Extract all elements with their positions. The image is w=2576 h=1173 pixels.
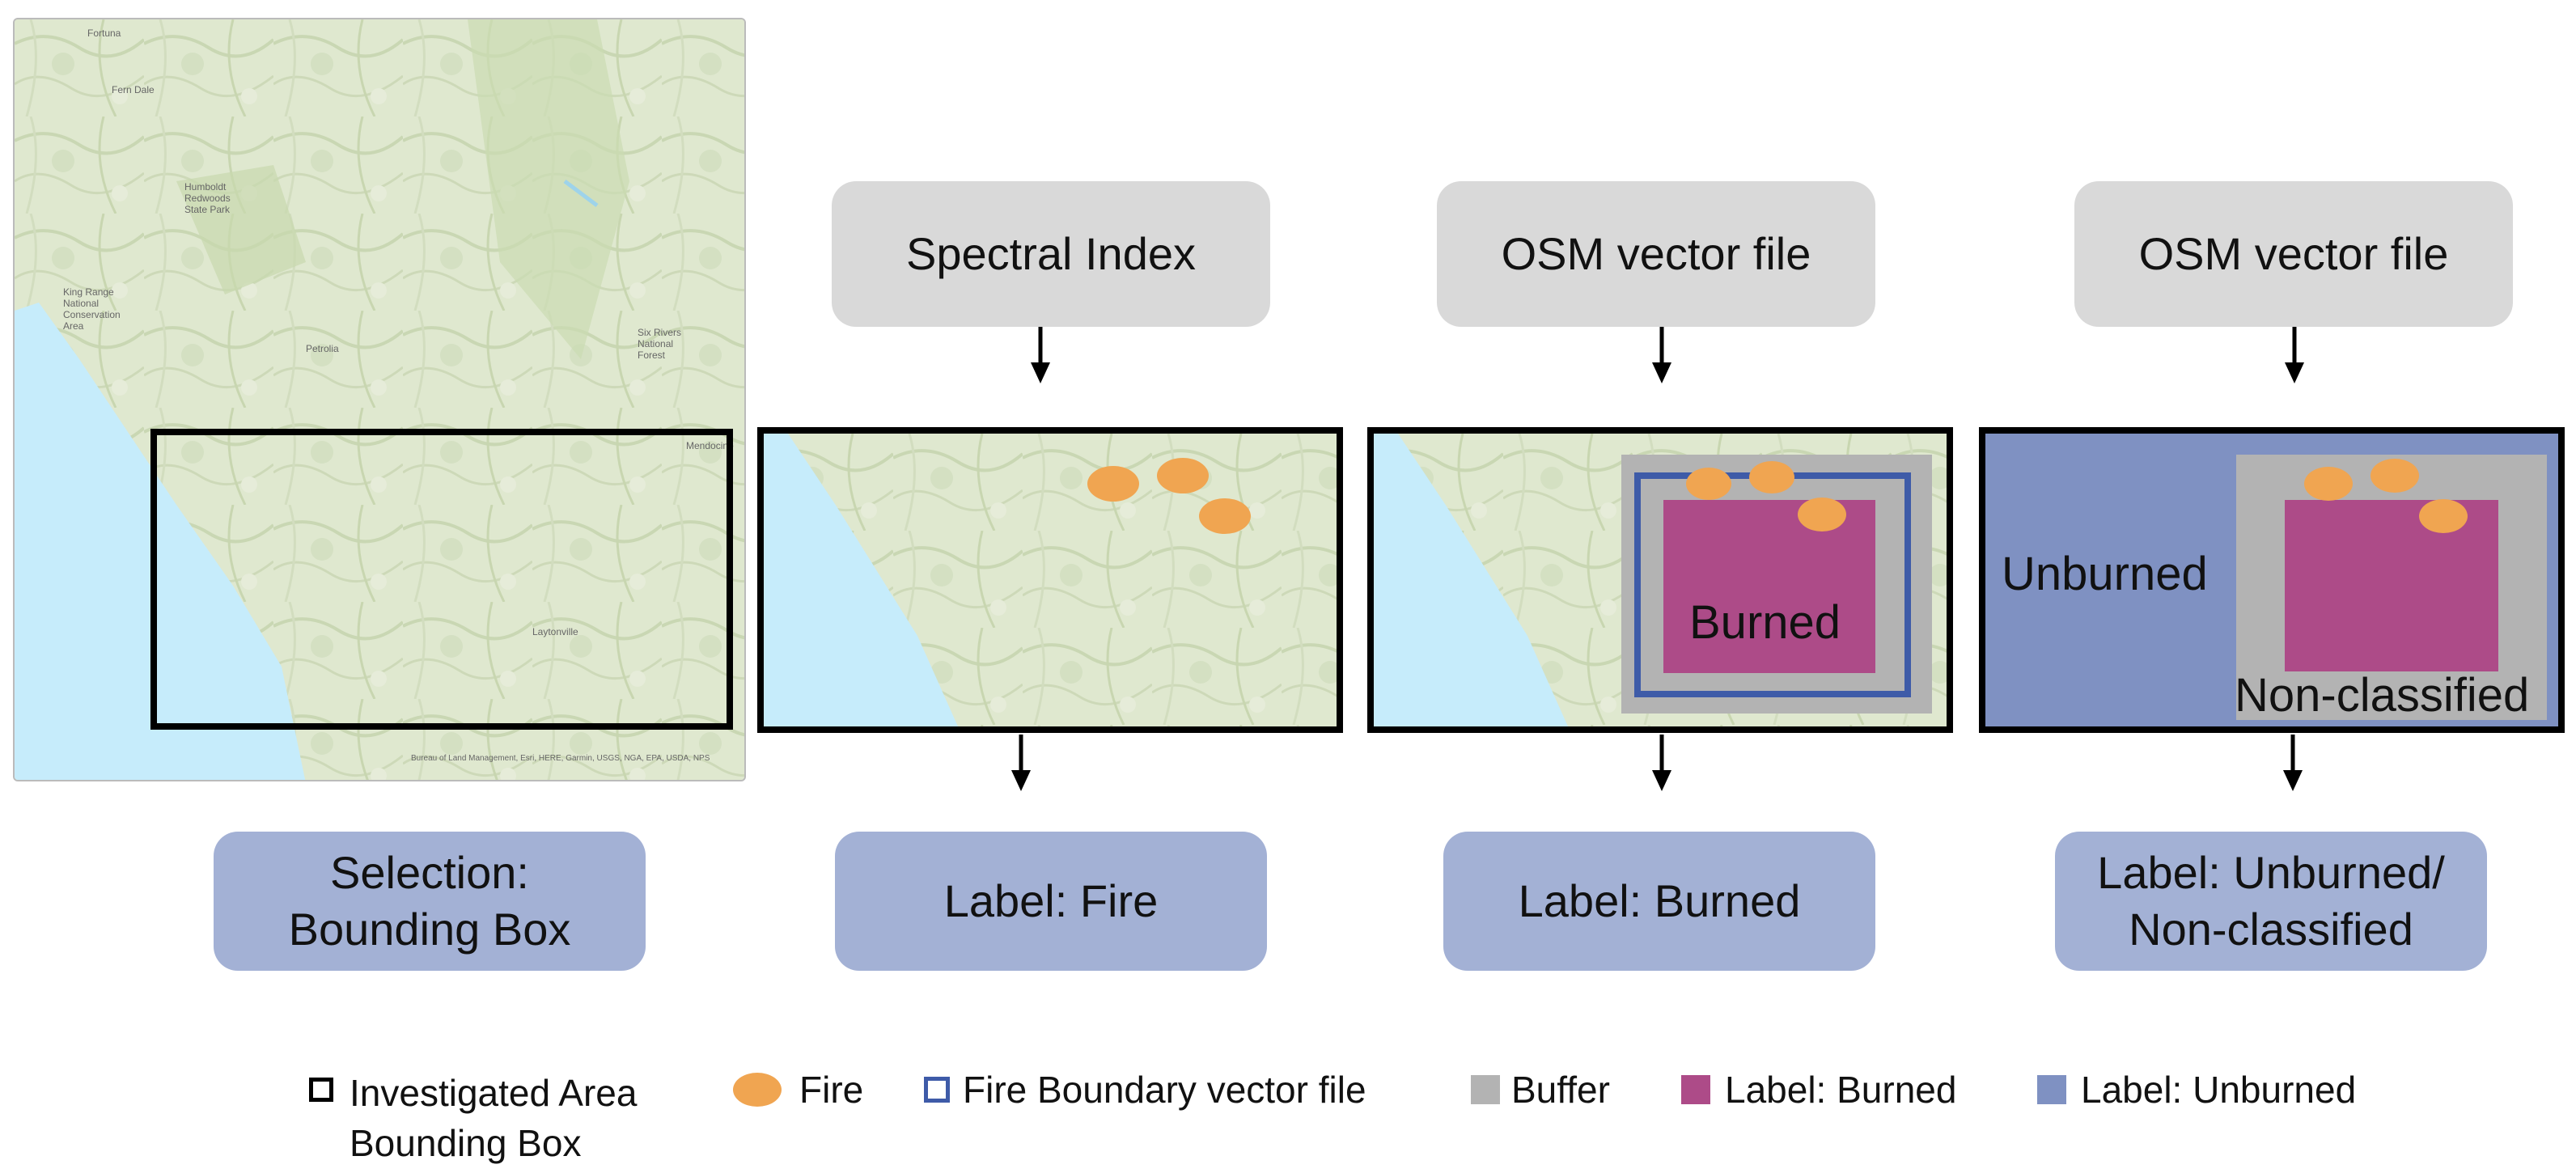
legend-burned-text: Label: Burned [1725,1069,1957,1111]
legend-fire-boundary-text: Fire Boundary vector file [963,1069,1366,1111]
gray-square-icon [1471,1075,1500,1104]
map-label-mendocino: Mendocino [686,440,734,451]
arrow-osm-to-burned [1652,327,1671,383]
selection-line2: Bounding Box [288,904,571,955]
label-unburned-line2: Non-classified [2129,904,2413,955]
map-label-humboldt: Humboldt Redwoods State Park [184,181,231,215]
legend-investigated-line2: Bounding Box [350,1122,582,1165]
legend-unburned-text: Label: Unburned [2081,1069,2357,1111]
blue-square-outline-icon [924,1077,950,1103]
source-map: Fortuna Fern Dale Humboldt Redwoods Stat… [13,18,746,781]
unburned-panel: Unburned Non-classified [1979,427,2565,733]
map-label-petrolia: Petrolia [306,343,339,354]
legend-buffer-text: Buffer [1511,1069,1610,1111]
fire-marker [1798,498,1846,531]
fire-marker [1087,466,1139,502]
fire-marker [1199,498,1251,534]
fire-panel [757,427,1343,733]
legend-burned: Label: Burned [1681,1068,1956,1112]
spectral-index-label: Spectral Index [906,228,1196,279]
legend-investigated-area: Investigated Area Bounding Box [309,1068,637,1168]
map-attribution: Bureau of Land Management, Esri, HERE, G… [411,754,710,763]
legend-fire: Fire [733,1068,863,1112]
fire-marker [1157,458,1209,493]
magenta-square-icon [1681,1075,1710,1104]
selection-line1: Selection: [330,847,529,898]
map-label-laytonville: Laytonville [532,626,578,637]
fire-marker [2419,499,2468,533]
legend-investigated-line1: Investigated Area [350,1072,638,1114]
legend-fire-boundary: Fire Boundary vector file [924,1068,1366,1112]
non-classified-label: Non-classified [2235,669,2530,722]
label-burned-box: Label: Burned [1443,832,1875,971]
map-label-sixrivers: Six Rivers National Forest [638,327,682,361]
legend-buffer: Buffer [1471,1068,1610,1112]
fire-marker [1686,468,1731,500]
orange-ellipse-icon [733,1073,782,1107]
label-fire-text: Label: Fire [943,875,1159,926]
burned-area [2285,500,2498,671]
osm-vector-file-label-unburned: OSM vector file [2138,228,2449,279]
burned-panel-map [1374,434,1947,726]
blue-square-icon [2037,1075,2066,1104]
label-unburned-line1: Label: Unburned/ [2097,847,2445,898]
label-fire-box: Label: Fire [835,832,1267,971]
osm-vector-file-box-burned: OSM vector file [1437,181,1875,327]
map-label-ferndale: Fern Dale [112,84,155,95]
fire-marker [2304,467,2353,501]
burned-area [1663,500,1875,673]
burned-label: Burned [1689,596,1841,649]
label-unburned-box: Label: Unburned/ Non-classified [2055,832,2487,971]
selection-bounding-box-label: Selection: Bounding Box [214,832,646,971]
legend-unburned: Label: Unburned [2037,1068,2356,1112]
arrow-osm-to-unburned [2285,327,2304,383]
arrow-burned-to-label [1652,735,1671,791]
bounding-box-outline [150,429,733,730]
map-label-kingrange: King Range National Conservation Area [63,286,121,332]
label-burned-text: Label: Burned [1518,875,1801,926]
osm-vector-file-box-unburned: OSM vector file [2074,181,2513,327]
unburned-panel-graphic [1985,434,2558,726]
fire-marker [2371,459,2419,493]
arrow-fire-to-label [1011,735,1031,791]
unburned-label: Unburned [2002,548,2208,600]
fire-marker [1749,461,1794,493]
spectral-index-box: Spectral Index [832,181,1270,327]
osm-vector-file-label-burned: OSM vector file [1501,228,1811,279]
map-label-fortuna: Fortuna [87,28,121,39]
source-map-graphic [15,19,744,780]
arrow-unburned-to-label [2283,735,2303,791]
burned-panel: Burned [1367,427,1953,733]
fire-panel-map [764,434,1337,726]
arrow-spectral-to-fire [1031,327,1050,383]
black-square-outline-icon [309,1078,333,1102]
legend-fire-text: Fire [799,1069,864,1111]
